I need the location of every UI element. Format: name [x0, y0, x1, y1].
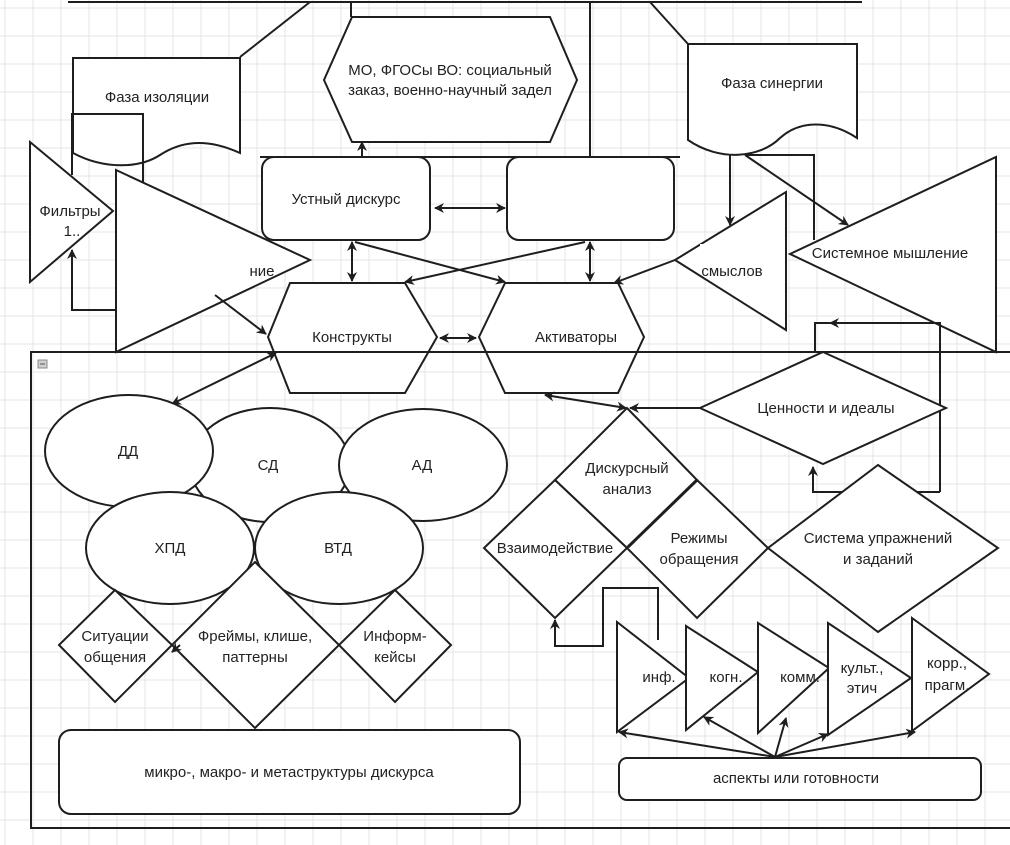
aspect-korr-label-2: прагм.: [925, 677, 970, 694]
ellipse-hpd-label: ХПД: [155, 540, 186, 557]
aspects-box-label: аспекты или готовности: [713, 770, 879, 787]
frames-to-situations-arrow: [171, 642, 183, 653]
empty-box-node[interactable]: [506, 156, 675, 241]
filters-label-1: Фильтры: [39, 203, 100, 220]
diamond-situations-label-2: общения: [84, 649, 146, 666]
constructs-label: Конструкты: [312, 329, 392, 346]
ellipse-sd-label: СД: [258, 457, 279, 474]
values-ideals-label: Ценности и идеалы: [757, 400, 894, 417]
aspect-korr-node[interactable]: корр., прагм.: [911, 616, 991, 733]
activators-analysis-edge: [544, 391, 627, 412]
ellipse-vtd-label: ВТД: [324, 540, 352, 557]
diamond-frames-label-1: Фреймы, клише,: [198, 628, 312, 645]
aspect-komm-label: комм.: [780, 669, 820, 686]
discourse-analysis-label-1: Дискурсный: [585, 460, 668, 477]
aspects-to-interaction-edge: [550, 587, 659, 647]
meaning-generation-node[interactable]: смыслов: [673, 190, 787, 332]
oral-discourse-node[interactable]: Устный дискурс: [261, 156, 431, 241]
analysis-diagonal-edge: [626, 478, 699, 549]
ellipse-dd[interactable]: ДД: [44, 394, 214, 508]
activators-node[interactable]: Активаторы: [477, 282, 646, 394]
interaction-label: Взаимодействие: [497, 540, 613, 557]
activators-label: Активаторы: [535, 329, 617, 346]
aspects-fan-edges: [618, 716, 916, 758]
system-thinking-label: Системное мышление: [812, 245, 968, 262]
address-modes-label-2: обращения: [660, 551, 739, 568]
synergy-to-system-thinking-edge: [744, 154, 849, 226]
structures-box-label: микро-, макро- и метаструктуры дискурса: [144, 764, 434, 781]
values-ideals-node[interactable]: Ценности и идеалы: [697, 350, 949, 466]
constructs-dd-edge: [171, 352, 277, 405]
aspect-inf-label: инф.: [642, 669, 675, 686]
diamond-situations-label-1: Ситуации: [81, 628, 148, 645]
aspect-kogn-node[interactable]: когн.: [685, 624, 760, 733]
aspect-inf-node[interactable]: инф.: [616, 619, 691, 734]
interaction-node[interactable]: Взаимодействие: [482, 478, 629, 620]
mo-fgos-label-1: МО, ФГОСы ВО: социальный: [348, 62, 551, 79]
aspect-kogn-label: когн.: [710, 669, 743, 686]
phase-isolation-label: Фаза изоляции: [105, 89, 209, 106]
system-thinking-node[interactable]: Системное мышление: [787, 155, 997, 354]
diamond-cases-label-2: кейсы: [374, 649, 416, 666]
aspects-box-node[interactable]: аспекты или готовности: [618, 757, 982, 801]
empty-to-constructs-edge: [404, 241, 586, 285]
phase-synergy-label: Фаза синергии: [721, 75, 823, 92]
connector-line: [239, 1, 311, 58]
diamond-frames-label-2: паттерны: [222, 649, 287, 666]
large-triangle-node[interactable]: ние: [115, 168, 313, 354]
large-triangle-to-constructs-edge: [214, 294, 267, 335]
ellipse-hpd[interactable]: ХПД: [85, 491, 255, 605]
oral-to-activators-edge: [354, 241, 506, 285]
constructs-node[interactable]: Конструкты: [266, 282, 439, 394]
aspect-kult-node[interactable]: культ., этич: [827, 621, 913, 737]
exercise-system-label-2: и заданий: [843, 551, 913, 568]
diamond-cases-label-1: Информ-: [363, 628, 426, 645]
discourse-container[interactable]: [30, 351, 1010, 829]
exercise-system-label-1: Система упражнений: [804, 530, 953, 547]
synergy-rect-line: [745, 154, 815, 240]
filters-label-2: 1..: [64, 223, 81, 240]
mo-fgos-node[interactable]: МО, ФГОСы ВО: социальный заказ, военно-н…: [322, 16, 579, 143]
ellipse-ad[interactable]: АД: [338, 408, 508, 522]
aspect-kult-label-1: культ.,: [841, 660, 884, 677]
aspect-kult-label-2: этич: [847, 680, 877, 697]
structures-box-node[interactable]: микро-, макро- и метаструктуры дискурса: [58, 729, 521, 815]
ellipse-ad-label: АД: [412, 457, 433, 474]
aspect-komm-node[interactable]: комм.: [757, 621, 831, 736]
connector-line: [649, 1, 689, 45]
phase-isolation-node[interactable]: Фаза изоляции: [72, 57, 241, 167]
diamond-frames-cliches[interactable]: Фреймы, клише, паттерны: [170, 560, 341, 730]
aspect-korr-label-1: корр.,: [927, 655, 967, 672]
filters-node[interactable]: Фильтры 1..: [29, 139, 115, 285]
phase-synergy-node[interactable]: Фаза синергии: [687, 43, 858, 156]
ellipse-dd-label: ДД: [118, 443, 138, 460]
exercise-system-node[interactable]: Система упражнений и заданий: [766, 463, 1000, 634]
diamond-communication-situations[interactable]: Ситуации общения: [57, 588, 174, 704]
mo-fgos-label-2: заказ, военно-научный задел: [348, 82, 552, 99]
ellipse-vtd[interactable]: ВТД: [254, 491, 424, 605]
address-modes-label-1: Режимы: [670, 530, 727, 547]
discourse-analysis-label-2: анализ: [603, 481, 652, 498]
oral-discourse-label: Устный дискурс: [291, 191, 401, 208]
generation-to-activators-edge: [613, 259, 676, 285]
large-triangle-partial-label: ние: [249, 263, 274, 280]
diamond-info-cases[interactable]: Информ- кейсы: [337, 588, 453, 704]
meaning-generation-label-2: смыслов: [701, 263, 762, 280]
